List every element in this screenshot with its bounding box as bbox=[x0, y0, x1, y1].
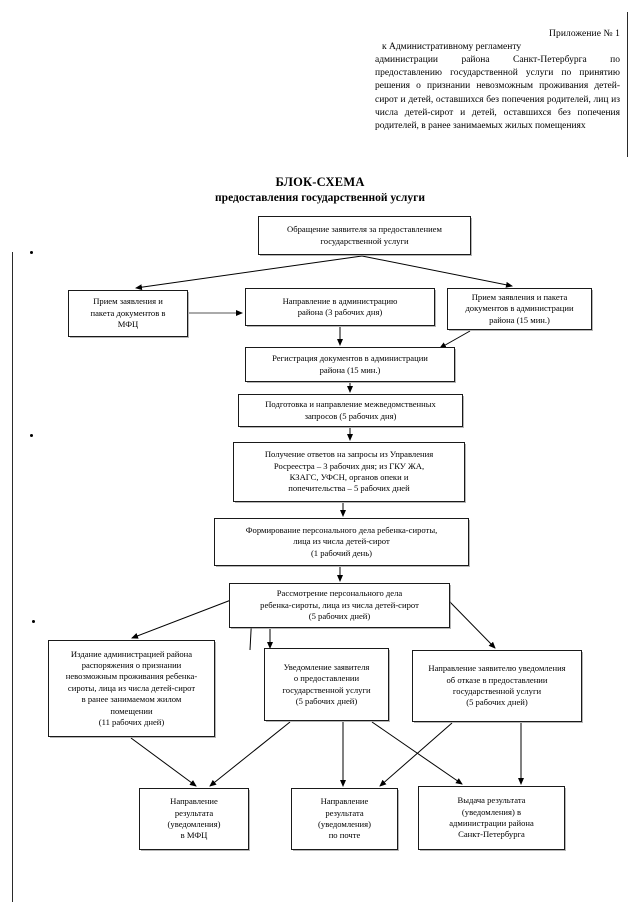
flow-node-label: Получение ответов на запросы из Управлен… bbox=[264, 449, 434, 494]
flow-node-result-to-mfc[interactable]: Направление результата (уведомления) в М… bbox=[139, 788, 249, 850]
page-subtitle: предоставления государственной услуги bbox=[215, 192, 425, 204]
flow-node-application-request[interactable]: Обращение заявителя за предоставлением г… bbox=[258, 216, 471, 255]
page-edge-rule-left bbox=[12, 252, 13, 902]
flow-node-label: Уведомление заявителя о предоставлении г… bbox=[282, 661, 371, 706]
flow-node-label: Направление результата (уведомления) по … bbox=[318, 796, 371, 841]
flow-node-label: Направление заявителю уведомления об отк… bbox=[428, 663, 566, 708]
flow-node-label: Рассмотрение персонального дела ребенка-… bbox=[260, 588, 419, 622]
flow-node-result-by-mail[interactable]: Направление результата (уведомления) по … bbox=[291, 788, 398, 850]
flow-node-label: Направление в администрацию района (3 ра… bbox=[282, 295, 398, 317]
appendix-reference-line: к Административному регламенту bbox=[382, 42, 522, 52]
page-edge-rule-right bbox=[627, 12, 628, 157]
flow-node-label: Регистрация документов в администрации р… bbox=[272, 353, 428, 375]
flow-node-administration-intake[interactable]: Прием заявления и пакета документов в ад… bbox=[447, 288, 592, 330]
flow-node-label: Обращение заявителя за предоставлением г… bbox=[287, 224, 442, 246]
flow-node-label: Прием заявления и пакета документов в ад… bbox=[465, 291, 574, 325]
flow-node-interagency-requests[interactable]: Подготовка и направление межведомственны… bbox=[238, 394, 463, 427]
flow-node-review-personal-file[interactable]: Рассмотрение персонального дела ребенка-… bbox=[229, 583, 450, 628]
flow-node-issue-order[interactable]: Издание администрацией района распоряжен… bbox=[48, 640, 215, 737]
appendix-label: Приложение № 1 bbox=[549, 29, 620, 39]
page-title: БЛОК-СХЕМА bbox=[275, 175, 365, 189]
margin-bullet bbox=[32, 620, 35, 623]
flow-node-label: Направление результата (уведомления) в М… bbox=[167, 796, 221, 841]
flow-node-notify-service-granted[interactable]: Уведомление заявителя о предоставлении г… bbox=[264, 648, 389, 721]
margin-bullet bbox=[30, 251, 33, 254]
flow-node-label: Подготовка и направление межведомственны… bbox=[265, 399, 436, 421]
flow-node-notify-service-refused[interactable]: Направление заявителю уведомления об отк… bbox=[412, 650, 582, 722]
flow-node-receive-responses[interactable]: Получение ответов на запросы из Управлен… bbox=[233, 442, 465, 502]
flow-node-document-registration[interactable]: Регистрация документов в администрации р… bbox=[245, 347, 455, 382]
margin-bullet bbox=[30, 434, 33, 437]
flow-node-mfc-intake[interactable]: Прием заявления и пакета документов в МФ… bbox=[68, 290, 188, 337]
flow-node-label: Формирование персонального дела ребенка-… bbox=[245, 524, 438, 558]
appendix-body-text: администрации района Санкт-Петербурга по… bbox=[375, 55, 620, 132]
flow-node-label: Прием заявления и пакета документов в МФ… bbox=[90, 296, 166, 330]
flow-node-label: Выдача результата (уведомления) в админи… bbox=[449, 795, 534, 840]
flow-node-form-personal-file[interactable]: Формирование персонального дела ребенка-… bbox=[214, 518, 469, 566]
appendix-header: Приложение № 1 к Административному регла… bbox=[375, 28, 620, 133]
flow-node-result-at-administration[interactable]: Выдача результата (уведомления) в админи… bbox=[418, 786, 565, 850]
flow-node-forward-to-administration[interactable]: Направление в администрацию района (3 ра… bbox=[245, 288, 435, 326]
flow-node-label: Издание администрацией района распоряжен… bbox=[65, 648, 198, 728]
